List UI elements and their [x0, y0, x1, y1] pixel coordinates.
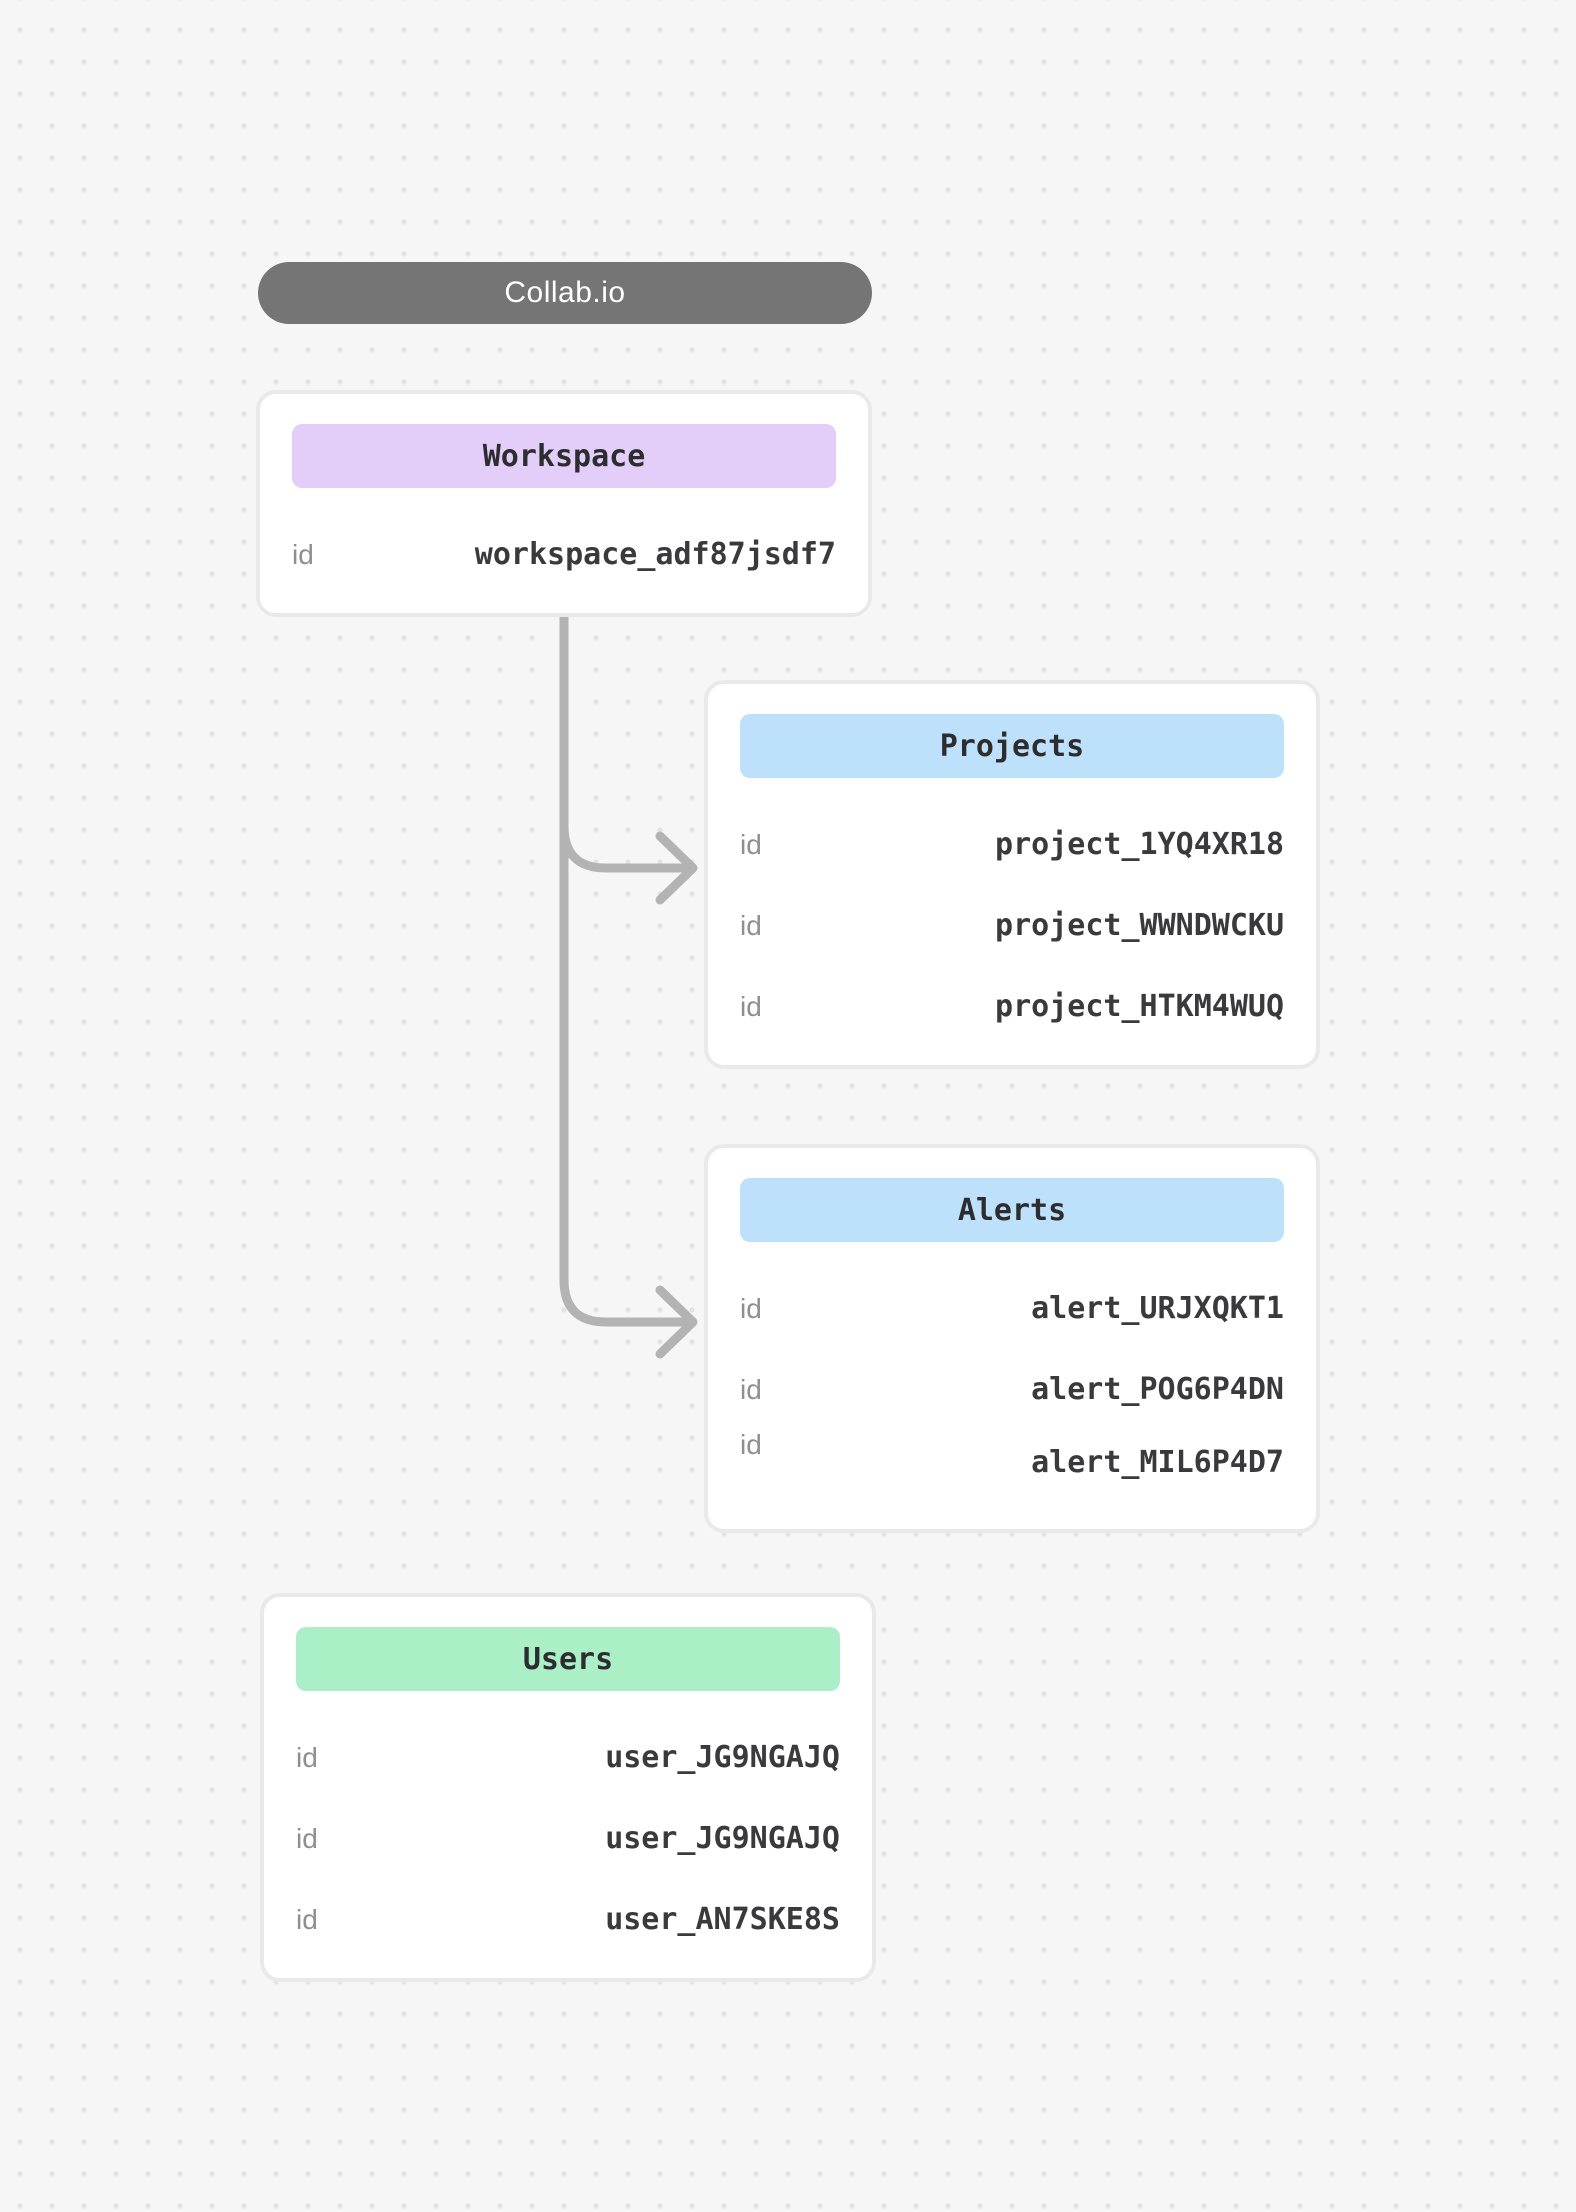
field-label: id	[296, 1741, 318, 1773]
diagram-title: Collab.io	[504, 276, 626, 309]
field-value: user_JG9NGAJQ	[605, 1740, 840, 1775]
field-value: user_AN7SKE8S	[605, 1902, 840, 1937]
entity-card-workspace[interactable]: Workspace id workspace_adf87jsdf7	[256, 390, 872, 617]
connector-workspace-alerts	[559, 821, 698, 1359]
field-value: project_HTKM4WUQ	[995, 989, 1284, 1024]
field-row: id project_1YQ4XR18	[740, 804, 1284, 885]
entity-card-projects[interactable]: Projects id project_1YQ4XR18 id project_…	[704, 680, 1320, 1069]
connector-branch-projects	[559, 821, 693, 873]
entity-card-alerts[interactable]: Alerts id alert_URJXQKT1 id alert_POG6P4…	[704, 1144, 1320, 1533]
field-value: alert_MIL6P4D7	[1031, 1445, 1284, 1480]
field-row: id user_JG9NGAJQ	[296, 1717, 840, 1798]
field-label: id	[740, 1373, 762, 1405]
field-value: workspace_adf87jsdf7	[474, 537, 836, 572]
field-row: id user_AN7SKE8S	[296, 1879, 840, 1960]
field-rows: id workspace_adf87jsdf7	[292, 514, 836, 595]
entity-header-projects: Projects	[740, 714, 1284, 778]
field-rows: id alert_URJXQKT1 id alert_POG6P4DN id a…	[740, 1268, 1284, 1511]
connector-workspace-projects	[559, 611, 698, 905]
field-row: id project_HTKM4WUQ	[740, 966, 1284, 1047]
field-label: id	[740, 828, 762, 860]
field-row: id alert_MIL6P4D7	[740, 1428, 1284, 1511]
entity-header-alerts: Alerts	[740, 1178, 1284, 1242]
diagram-title-node[interactable]: Collab.io	[258, 262, 872, 324]
field-label: id	[740, 909, 762, 941]
field-value: alert_URJXQKT1	[1031, 1291, 1284, 1326]
field-label: id	[296, 1822, 318, 1854]
field-row: id alert_URJXQKT1	[740, 1268, 1284, 1349]
field-value: project_WWNDWCKU	[995, 908, 1284, 943]
entity-header-workspace: Workspace	[292, 424, 836, 488]
field-value: user_JG9NGAJQ	[605, 1821, 840, 1856]
field-label: id	[296, 1903, 318, 1935]
entity-card-users[interactable]: Users id user_JG9NGAJQ id user_JG9NGAJQ …	[260, 1593, 876, 1982]
entity-header-users: Users	[296, 1627, 840, 1691]
field-value: alert_POG6P4DN	[1031, 1372, 1284, 1407]
arrowhead-alerts-icon	[655, 1285, 698, 1359]
field-rows: id project_1YQ4XR18 id project_WWNDWCKU …	[740, 804, 1284, 1047]
field-label: id	[740, 1428, 762, 1460]
field-rows: id user_JG9NGAJQ id user_JG9NGAJQ id use…	[296, 1717, 840, 1960]
field-label: id	[292, 538, 314, 570]
field-row: id project_WWNDWCKU	[740, 885, 1284, 966]
field-label: id	[740, 1292, 762, 1324]
field-value: project_1YQ4XR18	[995, 827, 1284, 862]
connector-branch-alerts	[559, 821, 693, 1327]
field-row: id workspace_adf87jsdf7	[292, 514, 836, 595]
arrowhead-projects-icon	[655, 831, 698, 905]
field-row: id alert_POG6P4DN	[740, 1349, 1284, 1430]
field-label: id	[740, 990, 762, 1022]
field-row: id user_JG9NGAJQ	[296, 1798, 840, 1879]
